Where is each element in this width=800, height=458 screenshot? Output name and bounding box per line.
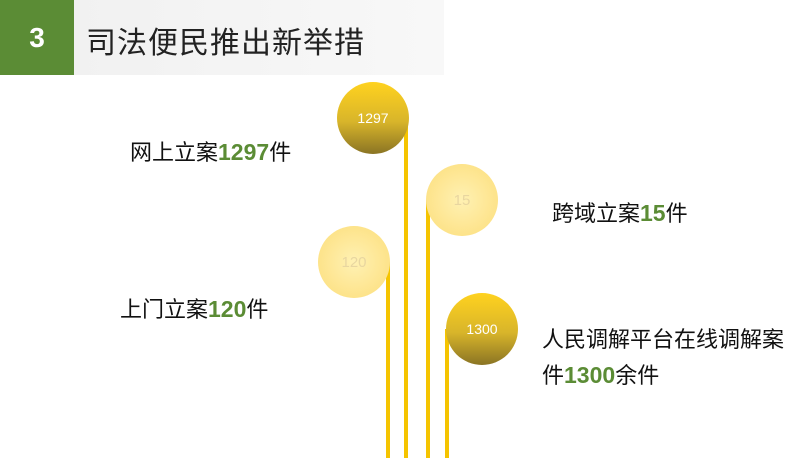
section-number: 3: [29, 21, 45, 53]
page-title: 司法便民推出新举措: [86, 26, 365, 61]
stem-1: [404, 118, 408, 458]
value-circle-4: [446, 293, 518, 365]
value-circle-label-2: 15: [454, 192, 471, 209]
stat-number: 15: [640, 200, 666, 226]
stat-text-suffix: 件: [246, 298, 269, 323]
value-circle-label-3: 120: [341, 254, 366, 271]
stem-3: [386, 262, 390, 458]
stat-label-door-to-door: 上门立案120件: [120, 292, 268, 328]
stat-number: 120: [208, 296, 247, 322]
stat-label-online: 网上立案1297件: [130, 135, 291, 171]
stat-number: 1300: [564, 362, 616, 388]
stat-text-suffix: 件: [665, 202, 688, 227]
section-number-badge: 3: [0, 0, 74, 75]
value-circle-3: [318, 226, 390, 298]
value-circle-label-4: 1300: [466, 321, 497, 337]
stat-text-prefix: 人民调解平台在线调解案件: [542, 328, 785, 389]
chart-circles: 1297 15 120 1300: [318, 82, 518, 365]
stat-text-prefix: 网上立案: [130, 141, 219, 166]
stem-2: [426, 200, 430, 458]
chart-stems: [386, 118, 449, 458]
title-bar: [74, 0, 444, 75]
stat-label-mediation: 人民调解平台在线调解案件1300余件: [542, 324, 798, 394]
stat-text-suffix: 余件: [615, 364, 660, 389]
stat-number: 1297: [218, 139, 270, 165]
value-circle-1: [337, 82, 409, 154]
stat-text-prefix: 上门立案: [120, 298, 209, 323]
stem-4: [445, 329, 449, 458]
stat-text-prefix: 跨域立案: [552, 202, 641, 227]
value-circle-label-1: 1297: [357, 110, 388, 126]
stat-label-cross-region: 跨域立案15件: [552, 196, 688, 232]
stat-text-suffix: 件: [269, 141, 292, 166]
value-circle-2: [426, 164, 498, 236]
